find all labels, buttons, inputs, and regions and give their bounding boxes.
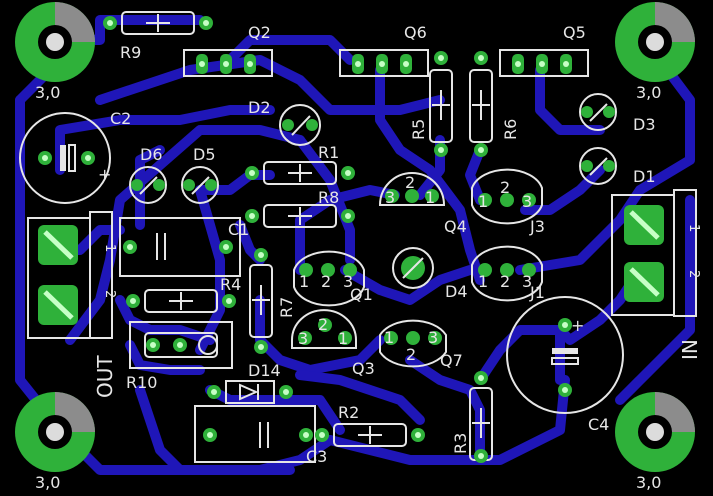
j3-pin-1: 1 xyxy=(478,192,488,211)
q3-pin-2: 2 xyxy=(318,315,328,334)
in-pin-2: 2 xyxy=(686,270,701,278)
c2-plus: + xyxy=(98,165,111,184)
r2-label: R2 xyxy=(338,403,359,422)
c3-label: C3 xyxy=(306,447,327,466)
led-d5: D5 xyxy=(181,145,219,204)
capacitor-c1: C1 xyxy=(119,217,249,277)
r10-label: R10 xyxy=(126,373,157,392)
transistor-q5: Q5 xyxy=(499,23,589,77)
capacitor-c3: C3 xyxy=(194,405,327,466)
out-pin-1: 1 xyxy=(102,244,117,252)
q3-label: Q3 xyxy=(352,359,375,378)
d3-label: D3 xyxy=(633,115,656,134)
transistor-q3: 3 2 1 Q3 xyxy=(291,309,375,378)
d14-label: D14 xyxy=(248,361,281,380)
out-label: OUT xyxy=(93,355,117,398)
transistor-j1: 1 2 3 J1 xyxy=(471,245,545,302)
hole-tl-label: 3,0 xyxy=(35,83,60,102)
transistor-q4: 3 2 1 Q4 xyxy=(378,172,467,236)
d1-label: D1 xyxy=(633,167,656,186)
r4-label: R4 xyxy=(220,275,241,294)
resistor-r7: R7 xyxy=(249,248,296,354)
transistor-j3: 1 2 3 J3 xyxy=(471,168,545,236)
r1-label: R1 xyxy=(318,143,339,162)
mounting-hole-tl: 3,0 xyxy=(15,2,95,102)
r9-label: R9 xyxy=(120,43,141,62)
j1-pin-3: 3 xyxy=(522,272,532,291)
r5-label: R5 xyxy=(409,119,428,140)
led-d4: D4 xyxy=(392,247,468,301)
out-pin-2: 2 xyxy=(102,290,117,298)
capacitor-c2: + C2 xyxy=(19,109,131,204)
j3-pin-2: 2 xyxy=(500,178,510,197)
mounting-hole-br: 3,0 xyxy=(615,392,695,492)
r3-label: R3 xyxy=(451,433,470,454)
q7-pin-2: 2 xyxy=(406,345,416,364)
mounting-hole-bl: 3,0 xyxy=(15,392,95,492)
q4-pin-3: 3 xyxy=(385,188,395,207)
capacitor-c4: + C4 xyxy=(506,296,624,434)
q7-pin-1: 1 xyxy=(384,328,394,347)
mounting-hole-tr: 3,0 xyxy=(615,2,695,102)
q1-pin-3: 3 xyxy=(343,272,353,291)
resistor-r3: R3 xyxy=(451,371,493,463)
c2-label: C2 xyxy=(110,109,131,128)
c1-label: C1 xyxy=(228,220,249,239)
led-d6: D6 xyxy=(129,145,167,204)
led-d3: D3 xyxy=(579,93,656,134)
q6-label: Q6 xyxy=(404,23,427,42)
transistor-q2: Q2 xyxy=(183,23,273,77)
resistor-r1: R1 xyxy=(245,143,355,185)
resistor-r9: R9 xyxy=(103,11,213,62)
j3-pin-3: 3 xyxy=(522,192,532,211)
resistor-r2: R2 xyxy=(315,403,425,447)
q5-label: Q5 xyxy=(563,23,586,42)
transistor-q6: Q6 xyxy=(339,23,429,77)
r8-label: R8 xyxy=(318,188,339,207)
q1-pin-1: 1 xyxy=(299,272,309,291)
q4-pin-1: 1 xyxy=(425,188,435,207)
diode-d14: D14 xyxy=(207,361,293,404)
in-label: IN xyxy=(678,339,702,360)
hole-br-label: 3,0 xyxy=(636,473,661,492)
d6-label: D6 xyxy=(140,145,163,164)
j1-pin-2: 2 xyxy=(500,272,510,291)
resistor-r4: R4 xyxy=(126,275,241,313)
in-pin-1: 1 xyxy=(686,224,701,232)
resistor-r6: R6 xyxy=(469,51,520,157)
connector-in: 1 2 IN xyxy=(611,189,702,360)
d5-label: D5 xyxy=(193,145,216,164)
q1-label: Q1 xyxy=(350,285,373,304)
resistor-r8: R8 xyxy=(245,188,355,228)
hole-tr-label: 3,0 xyxy=(636,83,661,102)
r6-label: R6 xyxy=(501,119,520,140)
q4-label: Q4 xyxy=(444,217,467,236)
j1-label: J1 xyxy=(529,283,545,302)
c4-plus: + xyxy=(571,316,584,335)
resistor-r10: R10 xyxy=(126,321,233,392)
q3-pin-3: 3 xyxy=(298,329,308,348)
q7-label: Q7 xyxy=(440,351,463,370)
resistor-r5: R5 xyxy=(409,51,453,157)
led-d2: D2 xyxy=(248,98,321,146)
d2-label: D2 xyxy=(248,98,271,117)
q7-pin-3: 3 xyxy=(428,328,438,347)
j1-pin-1: 1 xyxy=(478,272,488,291)
d4-label: D4 xyxy=(445,282,468,301)
connector-out: 1 2 OUT xyxy=(27,211,117,398)
q4-pin-2: 2 xyxy=(405,173,415,192)
r7-label: R7 xyxy=(277,297,296,318)
j3-label: J3 xyxy=(529,217,545,236)
hole-bl-label: 3,0 xyxy=(35,473,60,492)
c4-label: C4 xyxy=(588,415,609,434)
transistor-q1: 1 2 3 Q1 xyxy=(293,250,373,307)
q2-label: Q2 xyxy=(248,23,271,42)
transistor-q7: 1 2 3 Q7 xyxy=(379,319,463,370)
q1-pin-2: 2 xyxy=(321,272,331,291)
led-d1: D1 xyxy=(579,147,656,186)
q3-pin-1: 1 xyxy=(338,329,348,348)
